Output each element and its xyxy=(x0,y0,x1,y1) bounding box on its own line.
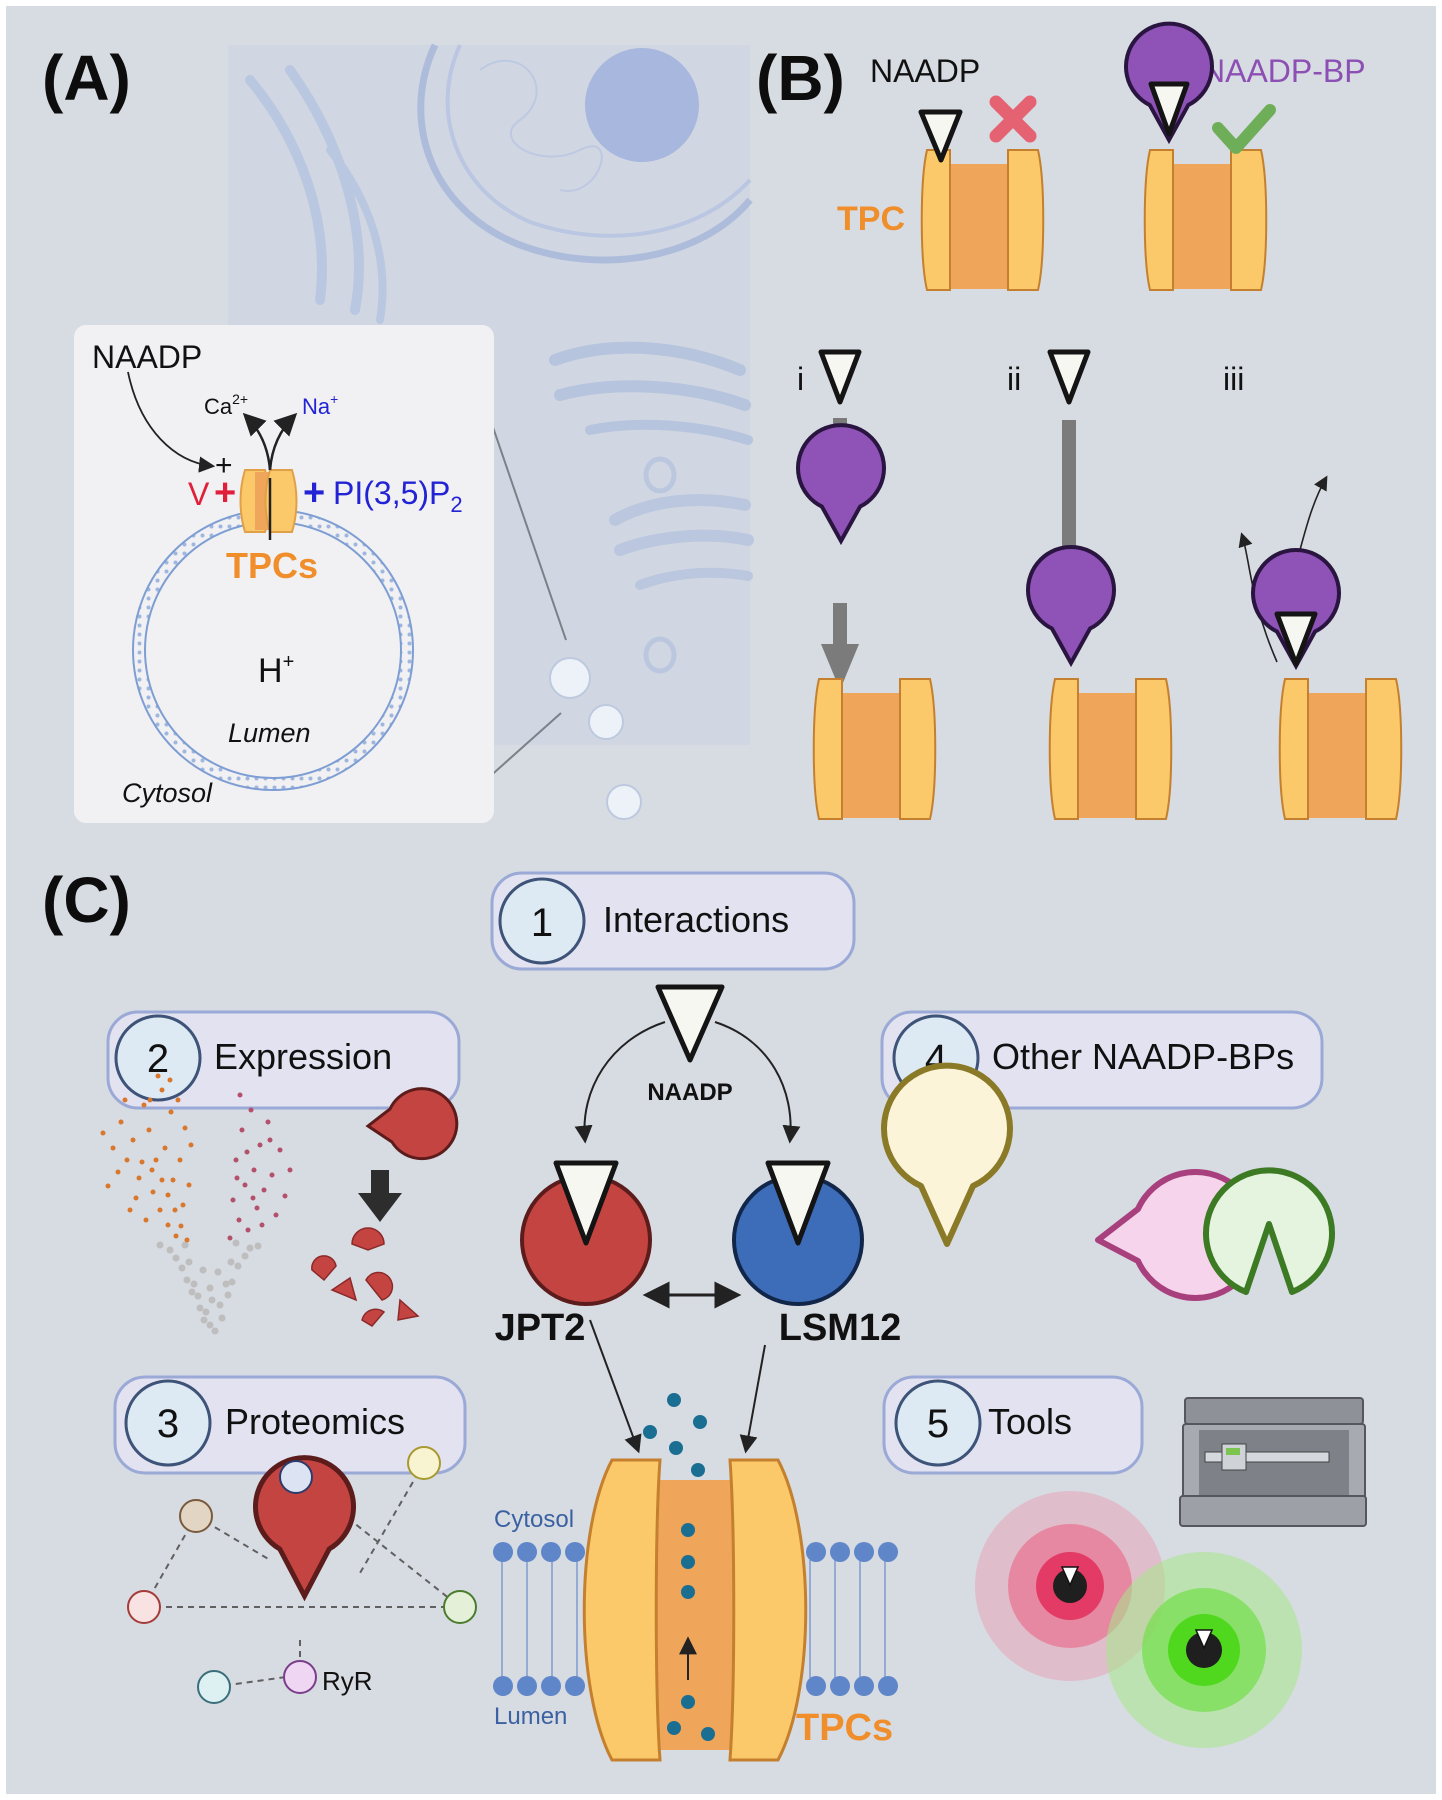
tpc-channel-large xyxy=(582,1458,808,1762)
interaction-network: RyR xyxy=(127,1446,477,1704)
ions xyxy=(643,1393,715,1741)
central-pacman xyxy=(253,1455,356,1602)
naadp-bp-pacman xyxy=(1026,545,1116,668)
nucleolus xyxy=(585,48,699,162)
cross-icon xyxy=(989,95,1037,143)
lsm12-label: LSM12 xyxy=(779,1307,901,1349)
panel-c-label: (C) xyxy=(42,864,131,936)
vesicle xyxy=(606,784,642,820)
step-label: Expression xyxy=(214,1036,392,1077)
tpc-channel xyxy=(812,678,937,820)
degradation-arrow xyxy=(358,1170,402,1222)
step-box-interactions: 1 Interactions xyxy=(490,871,856,971)
step-label: Interactions xyxy=(603,899,789,940)
naadp-bp-green xyxy=(1203,1167,1335,1295)
lumen-label-c: Lumen xyxy=(494,1703,567,1730)
cytosol-label-a: Cytosol xyxy=(122,778,213,808)
na-arrow xyxy=(268,412,298,471)
green-probe-core xyxy=(1186,1632,1222,1668)
na-label: Na+ xyxy=(302,391,338,419)
step-box-tools: 5 Tools xyxy=(882,1375,1144,1475)
lumen-label-a: Lumen xyxy=(228,718,311,748)
ca-arrow xyxy=(242,412,272,471)
vesicle xyxy=(549,657,591,699)
naadp-label-a: NAADP xyxy=(92,339,202,375)
network-node xyxy=(197,1670,231,1704)
naadp-triangle xyxy=(1274,611,1318,667)
jpt2-label: JPT2 xyxy=(495,1307,586,1349)
plus-sign-v: + xyxy=(214,472,236,514)
network-node xyxy=(179,1499,213,1533)
panel-b: (B) NAADP NAADP-BP TPC i ii iii xyxy=(756,21,1403,820)
naadp-to-lsm12-arrow xyxy=(714,1021,801,1144)
naadp-label-c: NAADP xyxy=(647,1079,732,1106)
network-node xyxy=(127,1590,161,1624)
check-icon xyxy=(1212,104,1276,154)
plus-sign-pi: + xyxy=(303,472,325,514)
step-label: Tools xyxy=(988,1401,1072,1442)
naadp-triangle xyxy=(1060,1566,1080,1587)
network-node xyxy=(443,1590,477,1624)
step-number: 1 xyxy=(531,901,553,945)
step-box-proteomics: 3 Proteomics xyxy=(113,1375,467,1475)
panel-c: (C) 1 Interactions 2 Expression 3 Proteo… xyxy=(42,864,1367,1762)
panel-b-label: (B) xyxy=(756,42,845,114)
tpc-channel xyxy=(1048,678,1173,820)
step-box-expression: 2 Expression xyxy=(106,1010,461,1110)
protein-fragments xyxy=(311,1227,420,1327)
degrading-protein xyxy=(365,1087,459,1161)
tpcs-label-a: TPCs xyxy=(226,545,318,586)
naadp-triangle xyxy=(918,109,963,163)
tpc-channel xyxy=(1278,678,1403,820)
naadp-triangle xyxy=(765,1160,831,1246)
network-node xyxy=(279,1460,313,1494)
grey-arrow xyxy=(821,603,859,690)
plus-sign-naadp: + xyxy=(215,449,233,482)
tpc-channel-small xyxy=(239,469,298,540)
v-label: V xyxy=(188,476,210,512)
tpc-channel xyxy=(920,149,1045,291)
step-number: 2 xyxy=(147,1037,169,1081)
naadp-triangle xyxy=(655,984,725,1063)
naadp-label-b: NAADP xyxy=(870,53,980,89)
h-label: H+ xyxy=(258,651,294,690)
toolbox-icon xyxy=(1179,1397,1367,1527)
step-number: 5 xyxy=(927,1402,949,1446)
volcano-plot xyxy=(100,1073,293,1335)
panel-a: (A) NAADP Ca2+ Na+ + V + + PI(3,5)P2 TPC… xyxy=(42,42,754,823)
naadp-to-jpt2-arrow xyxy=(574,1021,666,1144)
tpc-channel xyxy=(1143,149,1268,291)
naadp-triangle xyxy=(1148,81,1190,137)
route-label-iii: iii xyxy=(1223,361,1244,397)
naadp-triangle xyxy=(1047,349,1091,405)
naadp-bp-pacman xyxy=(1251,548,1341,671)
tpc-label-b: TPC xyxy=(837,200,905,238)
ca-label: Ca2+ xyxy=(204,391,248,419)
naadp-bp-yellow xyxy=(881,1062,1013,1247)
naadp-arrow xyxy=(127,371,216,473)
network-node xyxy=(407,1446,441,1480)
naadp-triangle xyxy=(1194,1629,1214,1650)
step-number: 3 xyxy=(157,1402,179,1446)
route-label-ii: ii xyxy=(1007,361,1021,397)
membrane-bilayer xyxy=(493,1542,898,1696)
naadp-bp-label: NAADP-BP xyxy=(1202,53,1366,89)
naadp-bp-pacman xyxy=(796,423,886,546)
ryr-node xyxy=(283,1660,317,1694)
jpt2-to-tpc-arrow xyxy=(589,1319,642,1454)
tpcs-label-c: TPCs xyxy=(796,1707,893,1749)
lsm12-to-tpc-arrow xyxy=(739,1344,766,1454)
ryr-label: RyR xyxy=(322,1666,373,1696)
panel-a-label: (A) xyxy=(42,42,131,114)
naadp-triangle xyxy=(818,349,862,405)
cytosol-label-c: Cytosol xyxy=(494,1506,574,1533)
step-label: Other NAADP-BPs xyxy=(992,1036,1294,1077)
vesicle xyxy=(588,704,624,740)
naadp-triangle xyxy=(553,1160,619,1246)
pi35p2-label: PI(3,5)P2 xyxy=(333,475,463,517)
route-label-i: i xyxy=(797,361,804,397)
step-label: Proteomics xyxy=(225,1401,405,1442)
